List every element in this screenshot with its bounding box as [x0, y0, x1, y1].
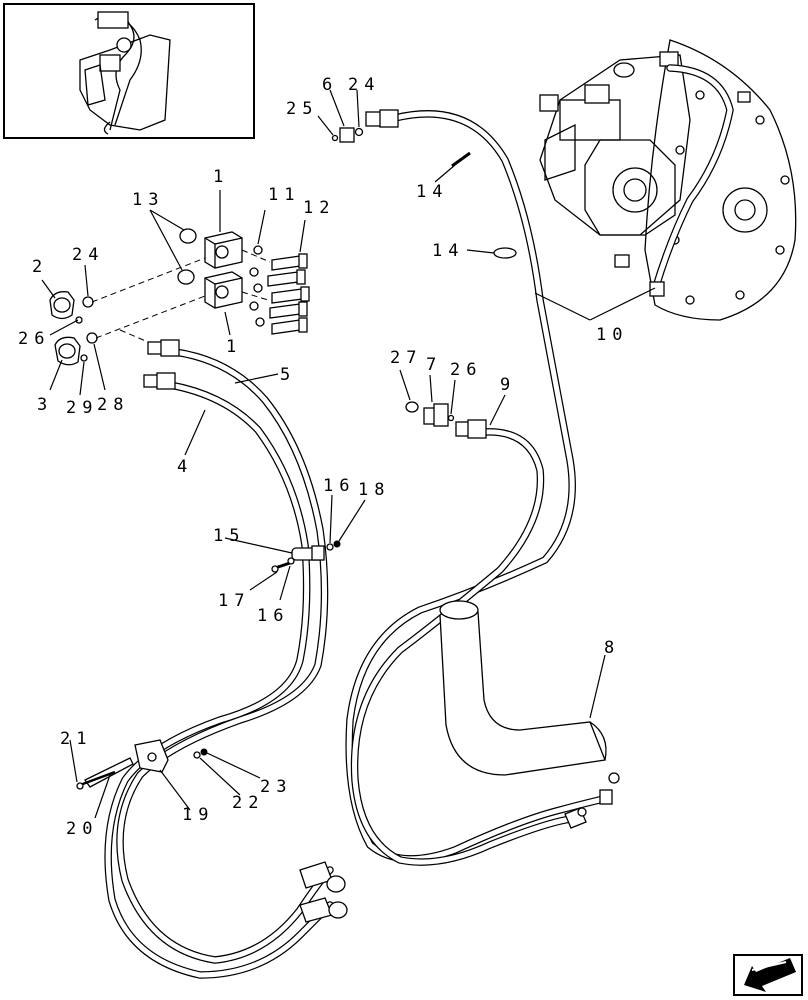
callout-12: 12 — [303, 198, 335, 218]
o-ring-24-left[interactable] — [82, 296, 94, 308]
callout-labels: 1 1 2 3 4 5 6 7 8 9 10 11 12 13 14 14 15… — [18, 75, 628, 839]
callout-24-left: 24 — [72, 245, 104, 265]
assembly-lines — [91, 249, 271, 346]
callout-3: 3 — [37, 395, 53, 415]
hose-5-end-fitting[interactable] — [147, 339, 180, 357]
manifold-block-upper[interactable] — [204, 231, 243, 269]
elbow-fitting-2[interactable] — [49, 291, 75, 320]
o-ring-13-lower[interactable] — [177, 269, 195, 285]
callout-23: 23 — [260, 777, 292, 797]
callout-13: 13 — [132, 190, 164, 210]
clamp-19[interactable] — [134, 739, 169, 773]
hose-4[interactable] — [104, 381, 334, 979]
nut-18[interactable] — [333, 540, 341, 548]
callout-22: 22 — [232, 793, 264, 813]
callout-4: 4 — [177, 457, 193, 477]
callout-8: 8 — [604, 638, 620, 658]
callout-19: 19 — [182, 805, 214, 825]
next-page-button[interactable] — [733, 954, 803, 996]
callout-7: 7 — [426, 355, 442, 375]
o-ring-13-upper[interactable] — [179, 228, 197, 244]
cable-tie-14-lower[interactable] — [493, 247, 517, 259]
hose-8[interactable] — [439, 600, 607, 776]
o-ring-28[interactable] — [86, 332, 98, 344]
hose-10-end-fitting-bottom[interactable] — [599, 772, 620, 805]
callout-15: 15 — [213, 526, 245, 546]
o-ring-27[interactable] — [405, 401, 419, 413]
inset-thumbnail[interactable] — [3, 3, 255, 139]
nut-23[interactable] — [200, 748, 208, 756]
callout-16-lower: 16 — [257, 606, 289, 626]
callout-17: 17 — [218, 591, 250, 611]
callout-25: 25 — [286, 99, 318, 119]
adapter-7[interactable] — [423, 403, 449, 427]
o-ring-26-left[interactable] — [75, 316, 83, 324]
callout-28: 28 — [97, 395, 129, 415]
callout-1-bottom: 1 — [226, 337, 242, 357]
washer-16-right[interactable] — [326, 543, 334, 551]
washer-22[interactable] — [193, 751, 201, 759]
hose-4-end-fitting[interactable] — [143, 372, 176, 390]
hose-10[interactable] — [345, 110, 612, 863]
adapter-6[interactable] — [339, 127, 355, 143]
elbow-fitting-3[interactable] — [54, 336, 81, 366]
callout-18: 18 — [358, 480, 390, 500]
callout-29: 29 — [66, 398, 98, 418]
callout-1-top: 1 — [213, 167, 229, 187]
bolts-12[interactable] — [267, 253, 310, 335]
callout-21: 21 — [60, 729, 92, 749]
callout-14-lower: 14 — [432, 241, 464, 261]
hose-9-end-fitting[interactable] — [455, 419, 487, 439]
washers-11[interactable] — [249, 245, 265, 327]
hose-9[interactable] — [350, 428, 584, 866]
callout-14-upper: 14 — [416, 182, 448, 202]
callout-6: 6 — [322, 75, 338, 95]
o-ring-25[interactable] — [331, 134, 339, 142]
o-ring-29[interactable] — [80, 354, 88, 362]
hose-5[interactable] — [116, 348, 334, 964]
callout-26-right: 26 — [450, 360, 482, 380]
cable-tie-14-upper[interactable] — [451, 151, 471, 168]
o-ring-26-right[interactable] — [447, 414, 455, 422]
callout-10: 10 — [596, 325, 628, 345]
clamp-15[interactable] — [291, 545, 325, 561]
callout-5: 5 — [280, 365, 296, 385]
arrow-icon — [744, 958, 796, 992]
o-ring-24-top[interactable] — [354, 127, 364, 137]
hose-10-end-fitting-top[interactable] — [365, 109, 399, 128]
leader-lines — [41, 89, 656, 819]
manifold-block-lower[interactable] — [204, 271, 243, 309]
callout-16-upper: 16 — [323, 476, 355, 496]
callout-27: 27 — [390, 348, 422, 368]
hose-9-lower-fitting[interactable] — [564, 807, 587, 829]
pump-engine-assembly — [539, 39, 797, 321]
washer-16-left[interactable] — [287, 557, 295, 565]
bolt-21[interactable] — [76, 770, 116, 790]
callout-9: 9 — [500, 375, 516, 395]
callout-2: 2 — [32, 257, 48, 277]
callout-11: 11 — [268, 185, 300, 205]
bolt-17[interactable] — [271, 561, 291, 573]
callout-24-top: 24 — [348, 75, 380, 95]
callout-20: 20 — [66, 819, 98, 839]
callout-26-left: 26 — [18, 329, 50, 349]
hose-lower-end-fittings[interactable] — [299, 861, 348, 923]
